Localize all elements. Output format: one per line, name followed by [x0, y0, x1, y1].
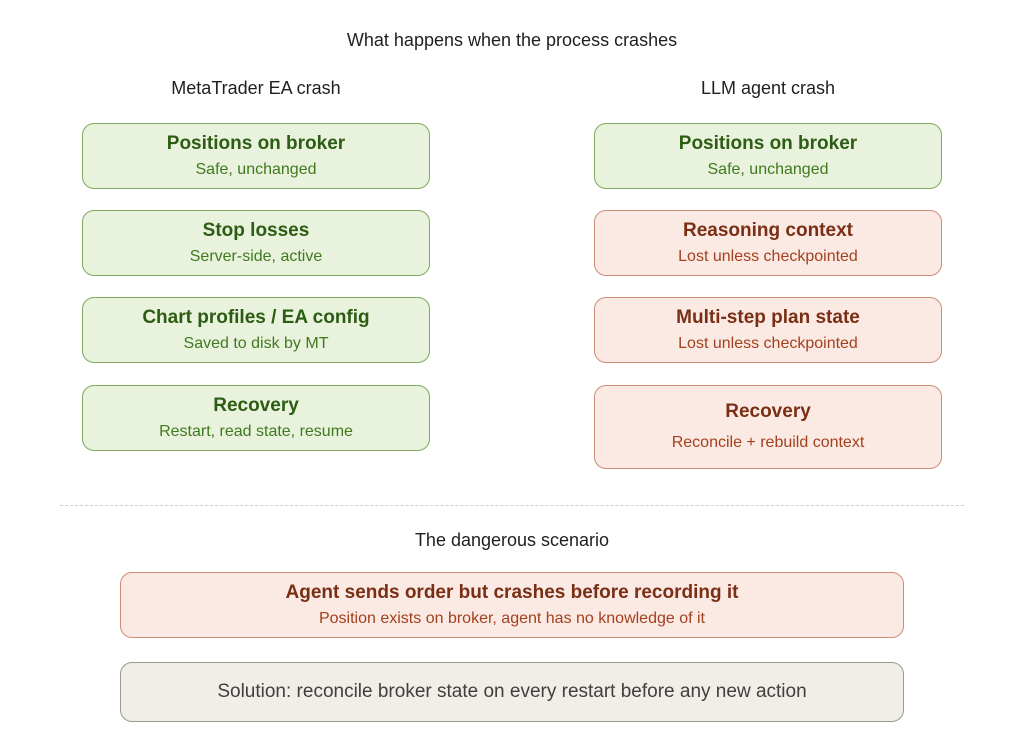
- box-title: Multi-step plan state: [676, 306, 860, 328]
- box-subtitle: Saved to disk by MT: [183, 334, 329, 352]
- scenario-heading: The dangerous scenario: [414, 530, 610, 550]
- box-title: Positions on broker: [678, 132, 858, 154]
- box-subtitle: Position exists on broker, agent has no …: [318, 609, 705, 627]
- box-subtitle: Safe, unchanged: [195, 160, 317, 178]
- box-subtitle: Restart, read state, resume: [159, 422, 353, 440]
- box-subtitle: Server-side, active: [189, 247, 323, 265]
- box-title: Recovery: [725, 401, 811, 422]
- section-divider: [60, 505, 964, 506]
- solution-box: Solution: reconcile broker state on ever…: [120, 662, 904, 722]
- left-box-positions: Positions on broker Safe, unchanged: [82, 123, 430, 189]
- box-subtitle: Reconcile + rebuild context: [671, 434, 865, 451]
- left-column-heading: MetaTrader EA crash: [171, 78, 341, 98]
- right-box-positions: Positions on broker Safe, unchanged: [594, 123, 942, 189]
- left-box-recovery: Recovery Restart, read state, resume: [82, 385, 430, 451]
- box-subtitle: Lost unless checkpointed: [678, 247, 858, 265]
- left-box-stop-losses: Stop losses Server-side, active: [82, 210, 430, 276]
- right-column-heading: LLM agent crash: [700, 78, 836, 98]
- box-title: Positions on broker: [166, 132, 346, 154]
- danger-scenario-box: Agent sends order but crashes before rec…: [120, 572, 904, 638]
- box-title: Agent sends order but crashes before rec…: [285, 581, 739, 603]
- diagram-title: What happens when the process crashes: [346, 30, 678, 50]
- left-box-chart-profiles: Chart profiles / EA config Saved to disk…: [82, 297, 430, 363]
- box-title: Stop losses: [202, 219, 310, 241]
- box-subtitle: Lost unless checkpointed: [678, 334, 858, 352]
- box-title: Chart profiles / EA config: [142, 306, 370, 328]
- solution-text: Solution: reconcile broker state on ever…: [217, 681, 807, 702]
- right-box-plan-state: Multi-step plan state Lost unless checkp…: [594, 297, 942, 363]
- box-title: Recovery: [213, 394, 299, 416]
- box-subtitle: Safe, unchanged: [707, 160, 829, 178]
- right-box-recovery: Recovery Reconcile + rebuild context: [594, 385, 942, 469]
- right-box-reasoning-context: Reasoning context Lost unless checkpoint…: [594, 210, 942, 276]
- box-title: Reasoning context: [683, 219, 853, 241]
